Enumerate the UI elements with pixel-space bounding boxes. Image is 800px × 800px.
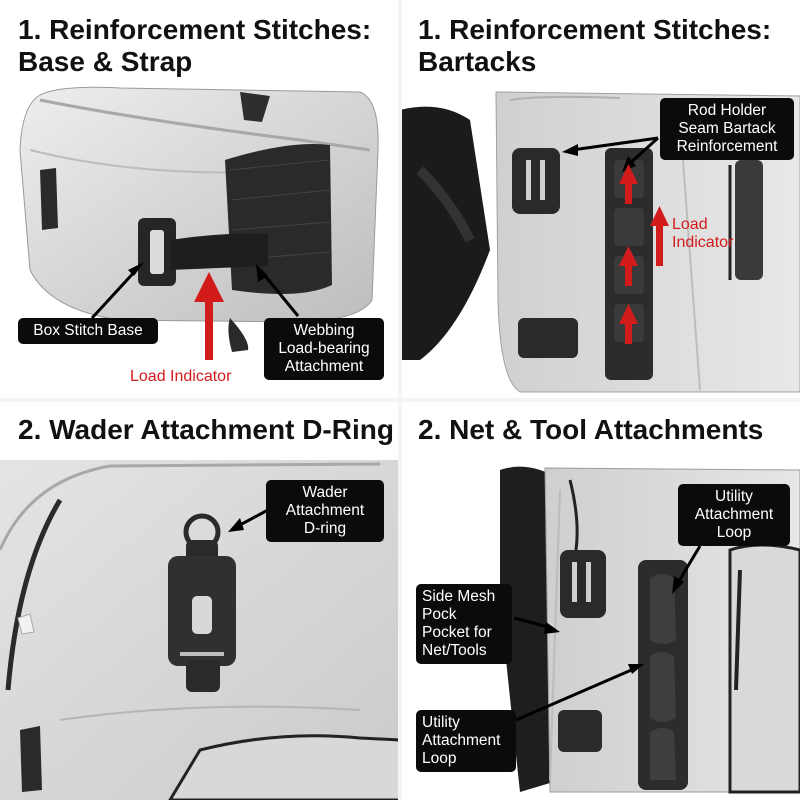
- panel-wader-dring: 2. Wader Attachment D-Ring Wader Attachm…: [0, 400, 400, 800]
- backpack-side-photo: [500, 466, 800, 794]
- backpack-base-photo: [19, 86, 379, 352]
- callout-box-stitch-base: Box Stitch Base: [18, 318, 158, 344]
- callout-utility-loop-top: Utility Attachment Loop: [678, 484, 790, 546]
- callout-side-mesh-pocket: Side Mesh Pock Pocket for Net/Tools: [416, 584, 512, 664]
- callout-webbing-attachment: Webbing Load-bearing Attachment: [264, 318, 384, 380]
- panel-title: 1. Reinforcement Stitches: Bartacks: [418, 14, 772, 77]
- panel-divider-horizontal: [0, 398, 800, 402]
- panel-title: 1. Reinforcement Stitches: Base & Strap: [18, 14, 372, 77]
- panel-bartacks: 1. Reinforcement Stitches: Bartacks Rod …: [400, 0, 800, 400]
- load-indicator-label: Load Indicator: [672, 216, 734, 251]
- callout-wader-dring: Wader Attachment D-ring: [266, 480, 384, 542]
- load-indicator-label: Load Indicator: [130, 368, 232, 385]
- callout-utility-loop-bottom: Utility Attachment Loop: [416, 710, 516, 772]
- callout-rod-holder-bartack: Rod Holder Seam Bartack Reinforcement: [660, 98, 794, 160]
- panel-base-strap: 1. Reinforcement Stitches: Base & Strap …: [0, 0, 400, 400]
- panel-title: 2. Net & Tool Attachments: [418, 414, 764, 445]
- backpack-dring-photo: [0, 460, 400, 800]
- panel-title: 2. Wader Attachment D-Ring: [18, 414, 394, 445]
- panel-net-tool: 2. Net & Tool Attachments Utility Attach…: [400, 400, 800, 800]
